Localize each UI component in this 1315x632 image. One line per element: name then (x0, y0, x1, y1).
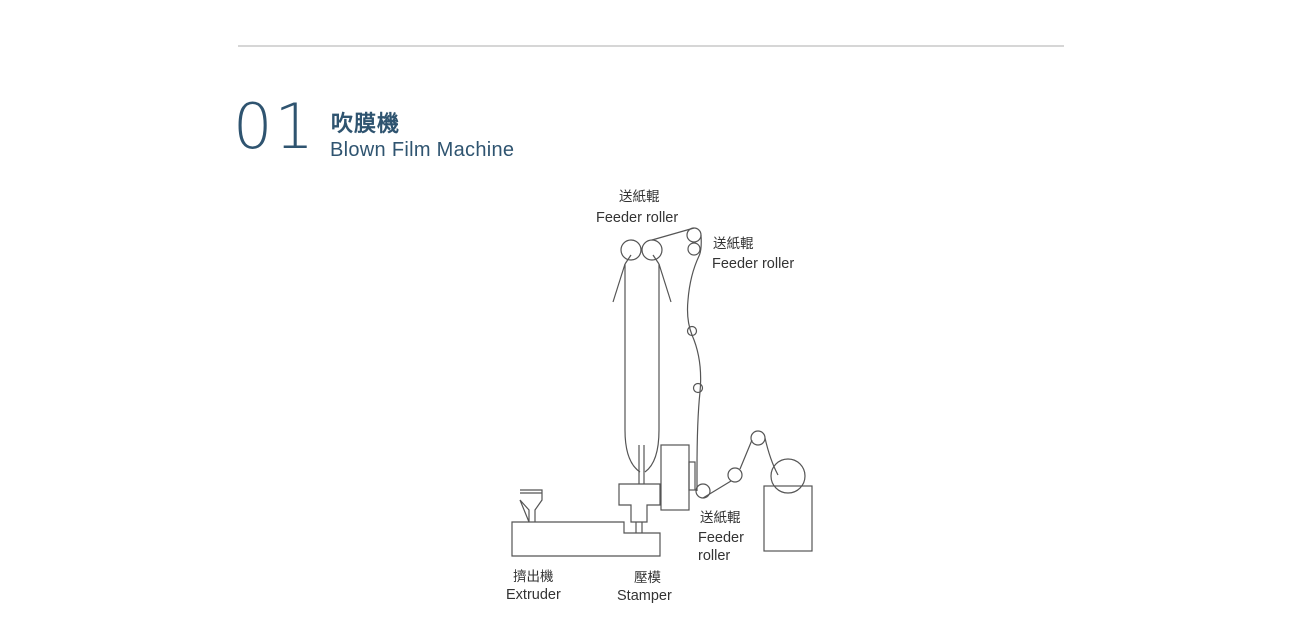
section-title-en: Blown Film Machine (330, 139, 515, 161)
label-feeder-right-en: Feeder roller (712, 256, 794, 272)
cooling-unit (660, 444, 690, 511)
film-path (651, 227, 779, 499)
guide-roller-2 (687, 242, 701, 256)
stamper (618, 445, 661, 533)
label-stamper-zh: 壓模 (634, 570, 662, 586)
winder (763, 458, 813, 552)
film-bubble (612, 254, 672, 473)
section-title-zh: 吹膜機 (331, 112, 401, 137)
label-feeder-bottom-en-1: Feeder (698, 530, 744, 546)
section-number: 01 (233, 90, 316, 163)
guide-roller-1 (686, 227, 702, 243)
label-feeder-bottom-zh: 送紙輥 (700, 510, 741, 526)
feeder-roller-top-left (620, 239, 642, 261)
top-divider (238, 45, 1064, 47)
guide-roller-6 (750, 430, 766, 446)
extruder (511, 489, 661, 557)
label-feeder-bottom-en-2: roller (698, 548, 730, 564)
feeder-roller-bottom (695, 483, 711, 499)
feeder-roller-top-right (641, 239, 663, 261)
label-feeder-right-zh: 送紙輥 (713, 236, 754, 252)
label-feeder-top-en: Feeder roller (596, 210, 678, 226)
guide-roller-4 (692, 382, 704, 394)
label-stamper-en: Stamper (617, 588, 672, 604)
label-feeder-top-zh: 送紙輥 (619, 189, 660, 205)
label-extruder-en: Extruder (506, 587, 561, 603)
guide-roller-5 (727, 467, 743, 483)
cooling-unit-side (688, 461, 696, 491)
label-extruder-zh: 擠出機 (513, 569, 554, 585)
